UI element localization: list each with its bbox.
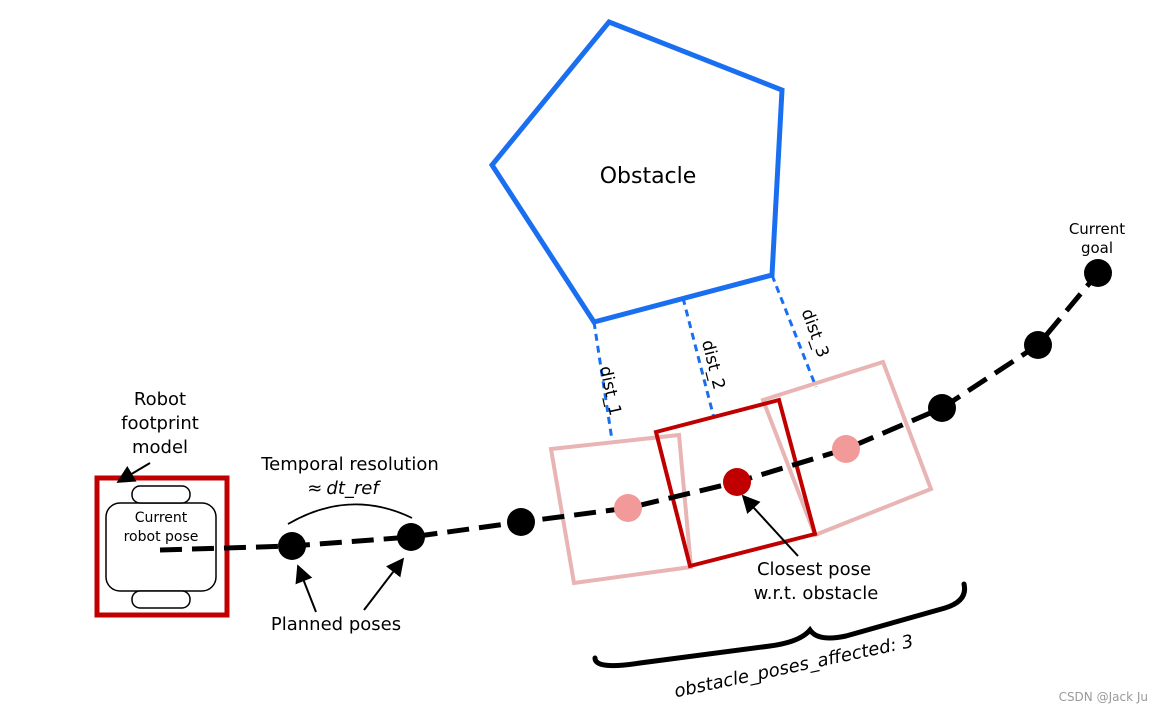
pose-box-light-2 <box>760 359 934 538</box>
robot-footprint-arrow <box>116 462 151 483</box>
robot-wheel-bottom <box>131 590 191 609</box>
affected-pose-3 <box>832 435 860 463</box>
robot-wheel-top <box>131 485 191 504</box>
goal-pose <box>1084 259 1112 287</box>
planned-pose-5 <box>1024 331 1052 359</box>
planned-pose-2 <box>397 523 425 551</box>
robot-footprint-label-line2: footprint <box>121 413 199 434</box>
planned-poses-label: Planned poses <box>271 614 401 635</box>
planned-pose-4 <box>928 394 956 422</box>
planned-pose-3 <box>507 508 535 536</box>
dist-2-line <box>681 297 716 419</box>
closest-pose-arrow <box>741 494 799 557</box>
dt-ref-label: ≈dt_ref <box>307 478 381 499</box>
dist-2-label: dist_2 <box>697 338 729 392</box>
dist-1-line <box>592 321 614 441</box>
current-goal-label-line1: Current <box>1069 220 1125 238</box>
temporal-resolution-arc <box>287 503 413 525</box>
approx-symbol: ≈ <box>307 478 322 499</box>
closest-pose-label-line2: w.r.t. obstacle <box>754 583 879 604</box>
dist-3-line <box>770 274 818 388</box>
closest-pose-point <box>723 468 751 496</box>
current-robot-pose-label-line2: robot pose <box>124 529 199 545</box>
current-robot-pose-label-line1: Current <box>135 510 188 526</box>
current-goal-label-line2: goal <box>1081 239 1113 257</box>
closest-pose-label-line1: Closest pose <box>757 559 871 580</box>
affected-pose-1 <box>614 494 642 522</box>
dist-1-label: dist_1 <box>595 364 625 417</box>
robot-footprint-label-line3: model <box>132 437 188 458</box>
affected-poses-brace <box>592 581 968 669</box>
dist-3-label: dist_3 <box>797 306 833 360</box>
dt-ref-value: dt_ref <box>326 478 381 499</box>
temporal-resolution-label: Temporal resolution <box>260 454 439 475</box>
planned-pose-1 <box>278 532 306 560</box>
closest-pose-box <box>653 397 818 569</box>
planned-path <box>159 271 1100 553</box>
obstacle-label: Obstacle <box>600 164 697 189</box>
robot-footprint-label-line1: Robot <box>134 389 186 410</box>
watermark: CSDN @Jack Ju <box>1059 690 1148 704</box>
planned-poses-arrow-2 <box>363 557 405 611</box>
planned-poses-arrow-1 <box>295 564 317 613</box>
